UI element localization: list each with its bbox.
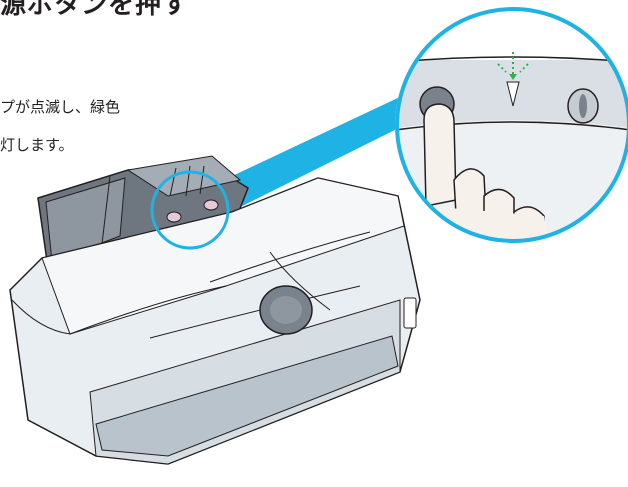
instruction-line-2: 灯します。 [0, 136, 74, 154]
callout-connector [228, 95, 405, 212]
lamp-arrow-icon [509, 74, 517, 80]
power-button-zoom-icon [395, 7, 628, 243]
printer-body-icon [9, 177, 421, 465]
instruction-line-1: プが点滅し、緑色 [0, 98, 121, 116]
paper-support-icon [37, 155, 249, 269]
power-button-icon [166, 211, 182, 223]
cover-knob-center [270, 296, 302, 324]
lamp-blink-indicator-icon [497, 52, 529, 74]
page-heading: 源ボタンを押す [0, 0, 190, 20]
highlight-circle [150, 170, 230, 250]
resume-button-icon [203, 199, 219, 211]
zoom-callout-ring [395, 7, 628, 243]
